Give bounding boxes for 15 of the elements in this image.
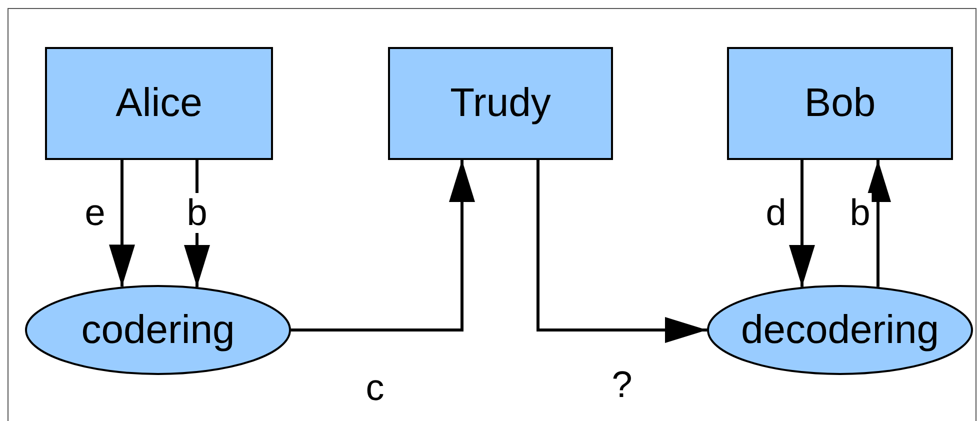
node-label: decodering — [741, 308, 939, 352]
arrow — [109, 160, 135, 287]
process-box — [388, 47, 613, 160]
process-box — [45, 47, 273, 160]
node-label: Alice — [116, 81, 202, 126]
process-ellipse — [25, 285, 291, 375]
arrow — [291, 160, 475, 332]
node-label: Trudy — [450, 81, 551, 126]
arrow — [789, 160, 815, 287]
arrow — [865, 160, 891, 287]
arrow — [536, 160, 707, 343]
process-box — [727, 47, 953, 160]
node-label: Bob — [804, 81, 876, 126]
node-label: codering — [81, 308, 235, 352]
process-ellipse — [707, 285, 973, 375]
